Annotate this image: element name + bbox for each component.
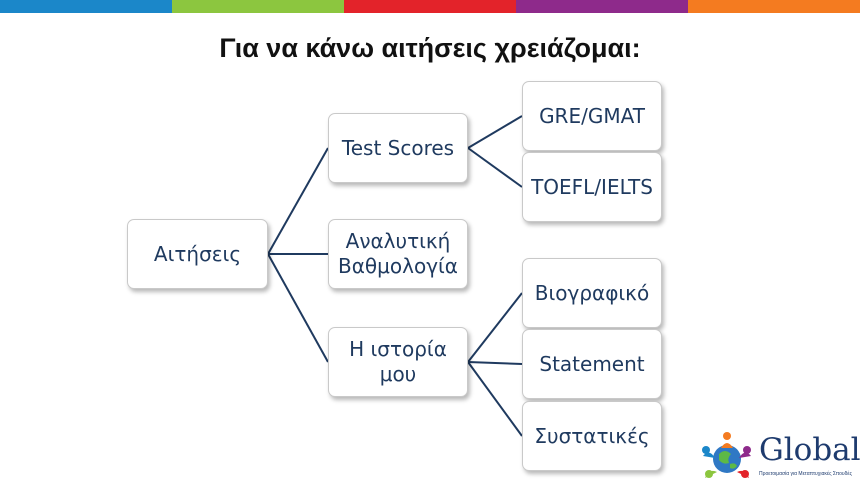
node-references: Συστατικές bbox=[522, 401, 662, 471]
logo-tagline: Προετοιμασία για Μεταπτυχιακές Σπουδές bbox=[759, 471, 853, 477]
node-test-scores: Test Scores bbox=[328, 113, 468, 183]
top-bar-segment-orange bbox=[688, 0, 860, 13]
node-statement: Statement bbox=[522, 329, 662, 399]
top-bar-segment-blue bbox=[0, 0, 172, 13]
global-logo: Global Προετοιμασία για Μεταπτυχιακές Σπ… bbox=[697, 428, 860, 488]
node-gre-gmat: GRE/GMAT bbox=[522, 81, 662, 151]
top-bar-segment-red bbox=[344, 0, 516, 13]
connector-test-scores-gre bbox=[467, 115, 523, 149]
slide-title: Για να κάνω αιτήσεις χρειάζομαι: bbox=[219, 33, 641, 63]
node-toefl-ielts: TOEFL/IELTS bbox=[522, 152, 662, 222]
logo-wordmark: Global bbox=[759, 432, 860, 468]
top-bar-segment-purple bbox=[516, 0, 688, 13]
connector-story-references bbox=[467, 361, 523, 437]
node-applications: Αιτήσεις bbox=[127, 219, 268, 289]
connector-root-test-scores bbox=[267, 147, 329, 255]
top-color-bar bbox=[0, 0, 860, 13]
globe-people-icon bbox=[702, 432, 751, 478]
connector-story-cv bbox=[467, 292, 523, 363]
connector-test-scores-toefl bbox=[467, 147, 523, 188]
connector-story-statement bbox=[467, 361, 523, 365]
top-bar-segment-green bbox=[172, 0, 344, 13]
node-cv: Βιογραφικό bbox=[522, 258, 662, 328]
connector-root-story bbox=[267, 253, 329, 363]
node-analytical-transcript: Αναλυτική Βαθμολογία bbox=[328, 219, 468, 289]
node-my-story: Η ιστορία μου bbox=[328, 327, 468, 397]
